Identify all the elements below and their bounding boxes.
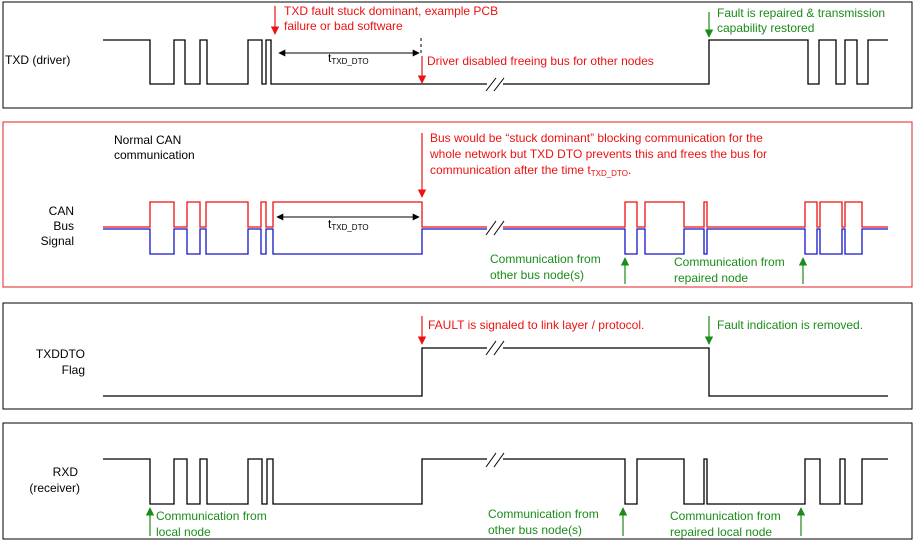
txd-disabled-note: Driver disabled freeing bus for other no… xyxy=(427,54,654,68)
txd-repaired-note-1: Fault is repaired & transmission xyxy=(717,6,885,20)
rxd-repaired-note-1: Communication from xyxy=(670,509,781,523)
can-label-2: Bus xyxy=(53,219,74,233)
rxd-local-note-1: Communication from xyxy=(156,509,267,523)
flag-panel-border xyxy=(2,302,913,410)
can-low-waveform-after-break xyxy=(503,228,888,255)
can-stuck-note-2: whole network but TXD DTO prevents this … xyxy=(429,147,767,161)
can-other-note-2: other bus node(s) xyxy=(490,268,584,282)
can-panel-border xyxy=(2,121,913,288)
txd-dto-label: tTXD_DTO xyxy=(328,51,369,66)
can-normal-note-1: Normal CAN xyxy=(114,133,181,147)
flag-break-mark-2 xyxy=(493,340,505,356)
rxd-break-mark-1 xyxy=(485,452,497,468)
rxd-local-note-2: local node xyxy=(156,525,211,539)
can-normal-note-2: communication xyxy=(114,148,195,162)
txd-waveform xyxy=(103,39,487,85)
flag-removed-note: Fault indication is removed. xyxy=(717,318,863,332)
can-repaired-note-2: repaired node xyxy=(674,271,748,285)
flag-label-1: TXDDTO xyxy=(36,347,85,361)
flag-break-mark-1 xyxy=(485,340,497,356)
can-label-1: CAN xyxy=(49,204,74,218)
can-break-mark-2 xyxy=(493,220,505,236)
flag-panel: TXDDTO Flag FAULT is signaled to link la… xyxy=(2,302,913,410)
txd-waveform-after-break xyxy=(503,39,888,85)
can-stuck-note-1: Bus would be “stuck dominant” blocking c… xyxy=(430,131,763,145)
can-panel: CAN Bus Signal Normal CAN communication … xyxy=(2,121,913,288)
can-repaired-note-1: Communication from xyxy=(674,255,785,269)
can-high-waveform xyxy=(103,201,487,228)
rxd-other-note-2: other bus node(s) xyxy=(488,523,582,537)
rxd-label-1: RXD xyxy=(53,465,79,479)
rxd-repaired-note-2: repaired local node xyxy=(670,525,772,539)
txd-repaired-note-2: capability restored xyxy=(717,21,814,35)
rxd-label-2: (receiver) xyxy=(29,481,80,495)
rxd-panel-border xyxy=(2,422,913,540)
can-label-3: Signal xyxy=(41,234,74,248)
rxd-waveform-after-break xyxy=(503,458,888,505)
can-high-waveform-after-break xyxy=(503,201,888,228)
flag-waveform-after-break xyxy=(503,347,888,397)
txd-label: TXD (driver) xyxy=(5,53,70,67)
can-stuck-note-3: communication after the time tTXD_DTO. xyxy=(430,163,631,178)
can-low-waveform xyxy=(103,228,487,255)
rxd-other-note-1: Communication from xyxy=(488,507,599,521)
can-dto-label: tTXD_DTO xyxy=(328,217,369,232)
flag-fault-note: FAULT is signaled to link layer / protoc… xyxy=(428,318,644,332)
txd-fault-note-1: TXD fault stuck dominant, example PCB xyxy=(284,4,498,18)
txd-fault-note-2: failure or bad software xyxy=(284,19,403,33)
rxd-break-mark-2 xyxy=(493,452,505,468)
can-break-mark-1 xyxy=(485,220,497,236)
rxd-panel: RXD (receiver) Communication from local … xyxy=(2,422,913,540)
flag-waveform xyxy=(103,347,487,397)
txd-panel-border xyxy=(2,1,913,109)
txd-break-mark-1 xyxy=(485,77,497,92)
can-other-note-1: Communication from xyxy=(490,252,601,266)
txd-break-mark-2 xyxy=(493,77,505,92)
txd-panel: TXD (driver) TXD fault stuck dominant, e… xyxy=(2,1,913,109)
flag-label-2: Flag xyxy=(62,363,85,377)
rxd-waveform xyxy=(103,458,487,505)
